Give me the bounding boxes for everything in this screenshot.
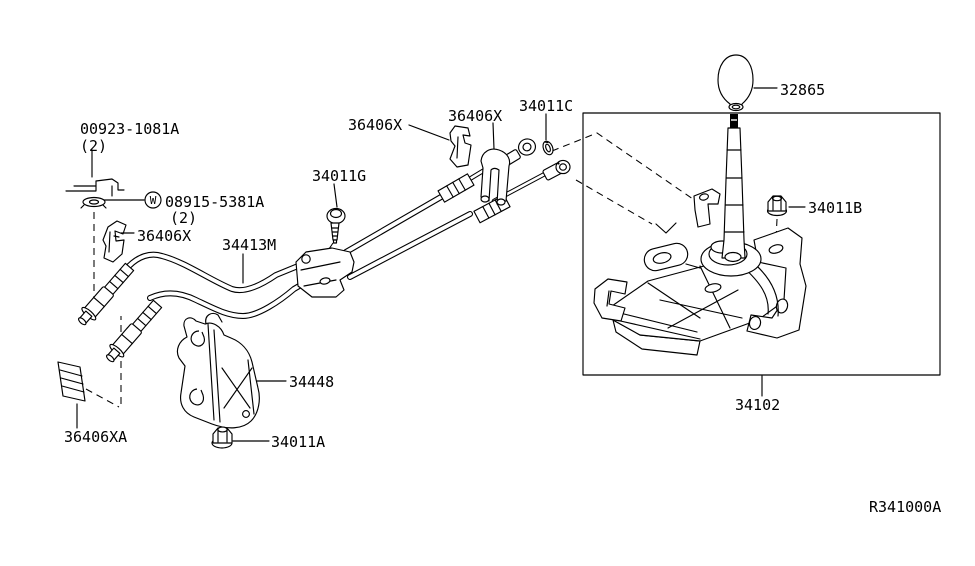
cable-clamp-plate xyxy=(295,247,355,298)
leader-lines xyxy=(76,87,806,442)
washer-symbol: W xyxy=(150,194,157,207)
part-qty-screw: (2) xyxy=(80,137,107,155)
cable-end-fitting xyxy=(106,323,142,363)
shifter-assembly-drawing xyxy=(593,114,807,356)
bracket-34448-drawing xyxy=(176,312,260,429)
clip-rear-drawing xyxy=(57,361,86,402)
part-label-bracket-clip-2: 36406X xyxy=(448,107,502,125)
part-label-nut-front: 34011A xyxy=(271,433,325,451)
shift-knob-drawing xyxy=(717,54,754,112)
bracket-clip-2-drawing xyxy=(480,148,511,206)
bolt-34011g-drawing xyxy=(326,207,346,244)
part-label-bracket: 34448 xyxy=(289,373,334,391)
snap-pin-drawing xyxy=(542,140,554,156)
part-label-clip-rear: 36406XA xyxy=(64,428,127,446)
bracket-clip-1-drawing xyxy=(449,125,472,168)
cable-eyelet-hole xyxy=(522,142,532,152)
part-label-knob: 32865 xyxy=(780,81,825,99)
part-qty-washer: (2) xyxy=(170,209,197,227)
clip-front-drawing xyxy=(102,220,127,263)
nut-front-drawing xyxy=(211,426,233,449)
lever-threaded-tip xyxy=(730,114,738,128)
part-label-cable-assembly: 34413M xyxy=(222,236,276,254)
part-label-snap-pin: 34011C xyxy=(519,97,573,115)
part-label-shifter-assembly: 34102 xyxy=(735,396,780,414)
nut-rear-drawing xyxy=(766,195,788,217)
washer-symbol-circle xyxy=(144,191,162,209)
cable-cap-hole xyxy=(559,163,567,171)
dashed-guides xyxy=(85,132,778,408)
part-label-screw: 00923-1081A xyxy=(80,120,179,138)
figure-ref-code: R341000A xyxy=(869,498,941,516)
part-label-clip-front: 36406X xyxy=(137,227,191,245)
part-label-washer: 08915-5381A xyxy=(165,193,264,211)
part-label-nut-rear: 34011B xyxy=(808,199,862,217)
part-label-bracket-clip-1: 36406X xyxy=(348,116,402,134)
cable-end-fitting xyxy=(78,286,114,326)
cable-boot xyxy=(437,173,475,203)
cable-cap-dot xyxy=(557,162,560,165)
washer-drawing xyxy=(80,196,107,209)
part-label-bolt: 34011G xyxy=(312,167,366,185)
screw-hook-drawing xyxy=(65,178,125,197)
assembly-boundary-box xyxy=(582,112,941,376)
